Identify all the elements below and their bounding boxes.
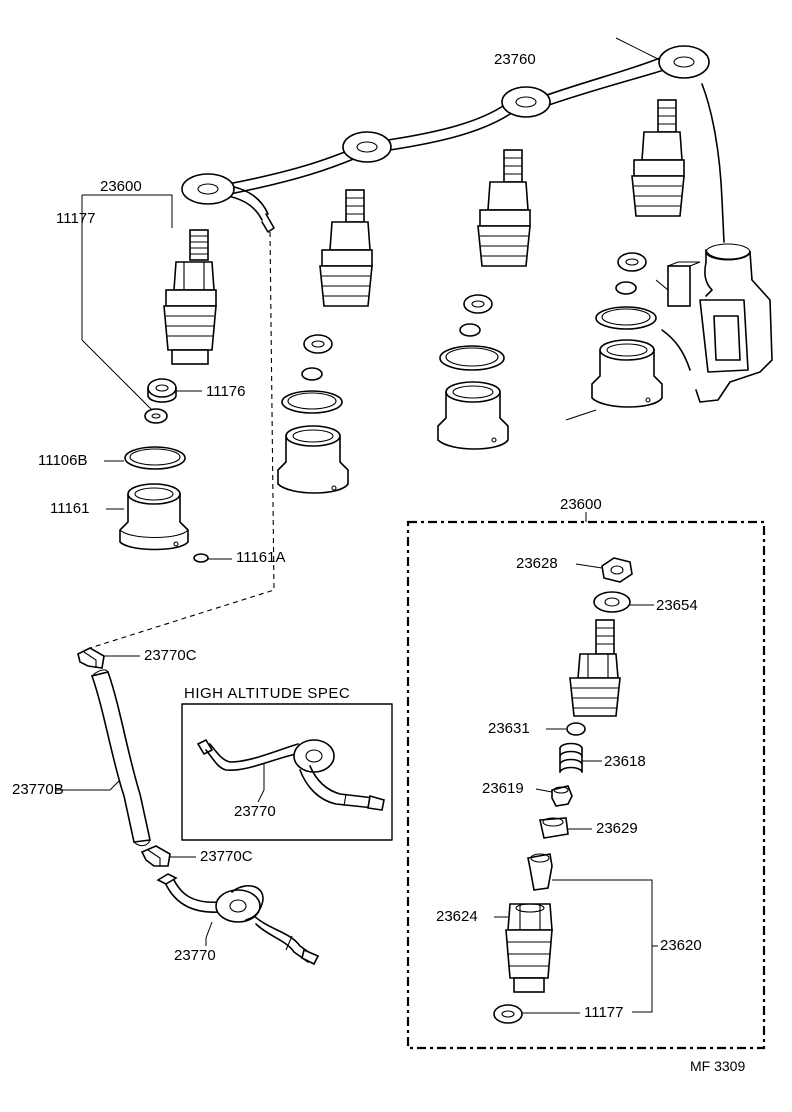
- injection-pipe-23760: [181, 37, 710, 233]
- label-23760: 23760: [494, 51, 536, 68]
- label-11176: 11176: [206, 383, 246, 400]
- label-23770-inset: 23770: [234, 803, 276, 820]
- leaders-left: [81, 194, 232, 560]
- ring-11106b: [124, 446, 186, 470]
- high-altitude-inset: [181, 703, 393, 841]
- hose-23770b: [56, 669, 151, 847]
- label-23624: 23624: [436, 908, 478, 925]
- nozzle-holder-1: [163, 229, 217, 365]
- nut-23628: [575, 557, 633, 583]
- nozzle-holder-3: [437, 149, 531, 450]
- label-23600-top: 23600: [100, 178, 142, 195]
- pin-23619: [535, 785, 573, 807]
- retaining-nut-23624: [494, 903, 553, 993]
- label-23619: 23619: [482, 780, 524, 797]
- label-23628: 23628: [516, 555, 558, 572]
- nozzle-holder-4: [565, 99, 685, 421]
- spacer-23629: [539, 817, 592, 839]
- pin-11161a: [193, 553, 209, 563]
- leak-off-dashed-line: [89, 231, 275, 649]
- clamp-23770c-bottom: [140, 845, 196, 867]
- inset-title: HIGH ALTITUDE SPEC: [184, 685, 351, 702]
- shim-23631: [546, 722, 586, 736]
- pipe-23770-bottom: [156, 873, 320, 966]
- nozzle-holder-2: [277, 189, 373, 494]
- cylinder-head-outline: [655, 83, 773, 403]
- label-11177-box: 11177: [584, 1004, 624, 1021]
- label-23770c-bottom: 23770C: [200, 848, 253, 865]
- label-23620: 23620: [660, 937, 702, 954]
- clamp-23770c-top: [77, 647, 140, 669]
- label-23770c-top: 23770C: [144, 647, 197, 664]
- gasket-11177-box: [493, 1004, 580, 1024]
- washer-23654: [593, 591, 654, 613]
- nozzle-needle: [527, 853, 658, 1013]
- figure-code: MF 3309: [690, 1058, 746, 1074]
- label-11161a: 11161A: [236, 549, 286, 566]
- label-23631: 23631: [488, 720, 530, 737]
- label-11106b: 11106B: [38, 452, 88, 469]
- label-23629: 23629: [596, 820, 638, 837]
- label-23770b: 23770B: [12, 781, 64, 798]
- gasket-11177: [144, 408, 168, 424]
- label-11177-top: 11177: [56, 210, 96, 227]
- label-23618: 23618: [604, 753, 646, 770]
- label-23770-bottom: 23770: [174, 947, 216, 964]
- seat-11161: [119, 483, 189, 551]
- spring-23618: [559, 742, 602, 773]
- label-23600-box: 23600: [560, 496, 602, 513]
- body-upper: [569, 619, 621, 717]
- label-11161: 11161: [50, 500, 90, 517]
- label-23654: 23654: [656, 597, 698, 614]
- washer-11176: [147, 378, 177, 403]
- nozzle-assembly-box: [406, 512, 766, 1050]
